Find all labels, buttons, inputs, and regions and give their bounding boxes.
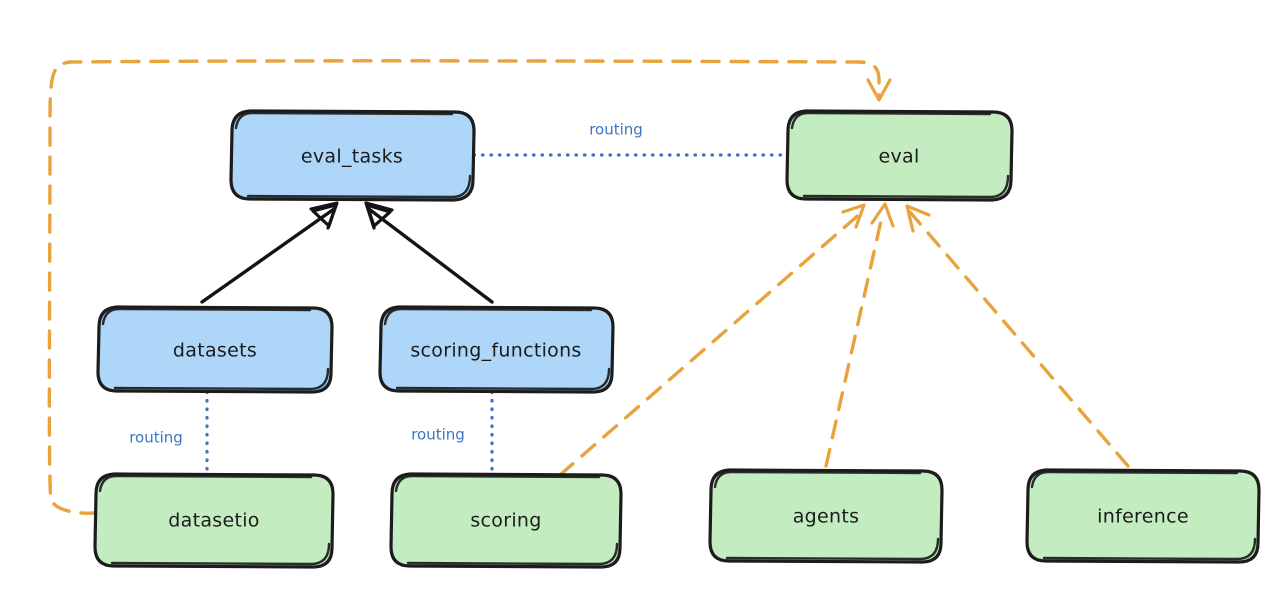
arrowhead-sf-eval_tasks-fill	[365, 203, 392, 228]
node-label-scoring: scoring	[470, 510, 541, 532]
arrowhead-down-eval	[866, 78, 892, 102]
node-scoring[interactable]: scoring	[389, 472, 623, 569]
node-datasetio[interactable]: datasetio	[93, 472, 335, 569]
edge-label-routing-datasetio: routing	[129, 429, 183, 447]
node-label-agents: agents	[793, 506, 860, 528]
node-scoring_functions[interactable]: scoring_functions	[378, 305, 615, 394]
node-label-datasets: datasets	[173, 340, 257, 362]
node-eval_tasks[interactable]: eval_tasks	[229, 109, 476, 202]
arrowhead-datasets-eval_tasks-fill	[311, 203, 338, 228]
edge-scoring_functions-to-eval_tasks	[364, 201, 494, 304]
arrowhead-scoring-eval	[841, 203, 866, 229]
edge-datasets-to-eval_tasks	[200, 201, 339, 304]
node-label-scoring_functions: scoring_functions	[410, 340, 581, 362]
node-label-eval_tasks: eval_tasks	[301, 146, 403, 168]
edge-scoring-to-eval	[558, 203, 866, 477]
node-label-eval: eval	[878, 146, 919, 168]
edge-inference-to-eval	[905, 204, 1130, 468]
node-agents[interactable]: agents	[708, 468, 944, 564]
edge-agents-to-eval	[824, 202, 895, 468]
edge-label-routing-eval: routing	[589, 121, 643, 139]
edge-label-routing-scoring: routing	[411, 426, 465, 444]
node-eval[interactable]: eval	[785, 109, 1014, 202]
edge-datasetio-to-eval	[47, 59, 892, 515]
node-datasets[interactable]: datasets	[96, 305, 334, 394]
arrowhead-agents-eval	[870, 202, 895, 228]
arrowhead-inference-eval	[905, 204, 931, 233]
node-inference[interactable]: inference	[1025, 468, 1261, 564]
node-label-inference: inference	[1097, 506, 1189, 528]
node-label-datasetio: datasetio	[168, 510, 259, 532]
